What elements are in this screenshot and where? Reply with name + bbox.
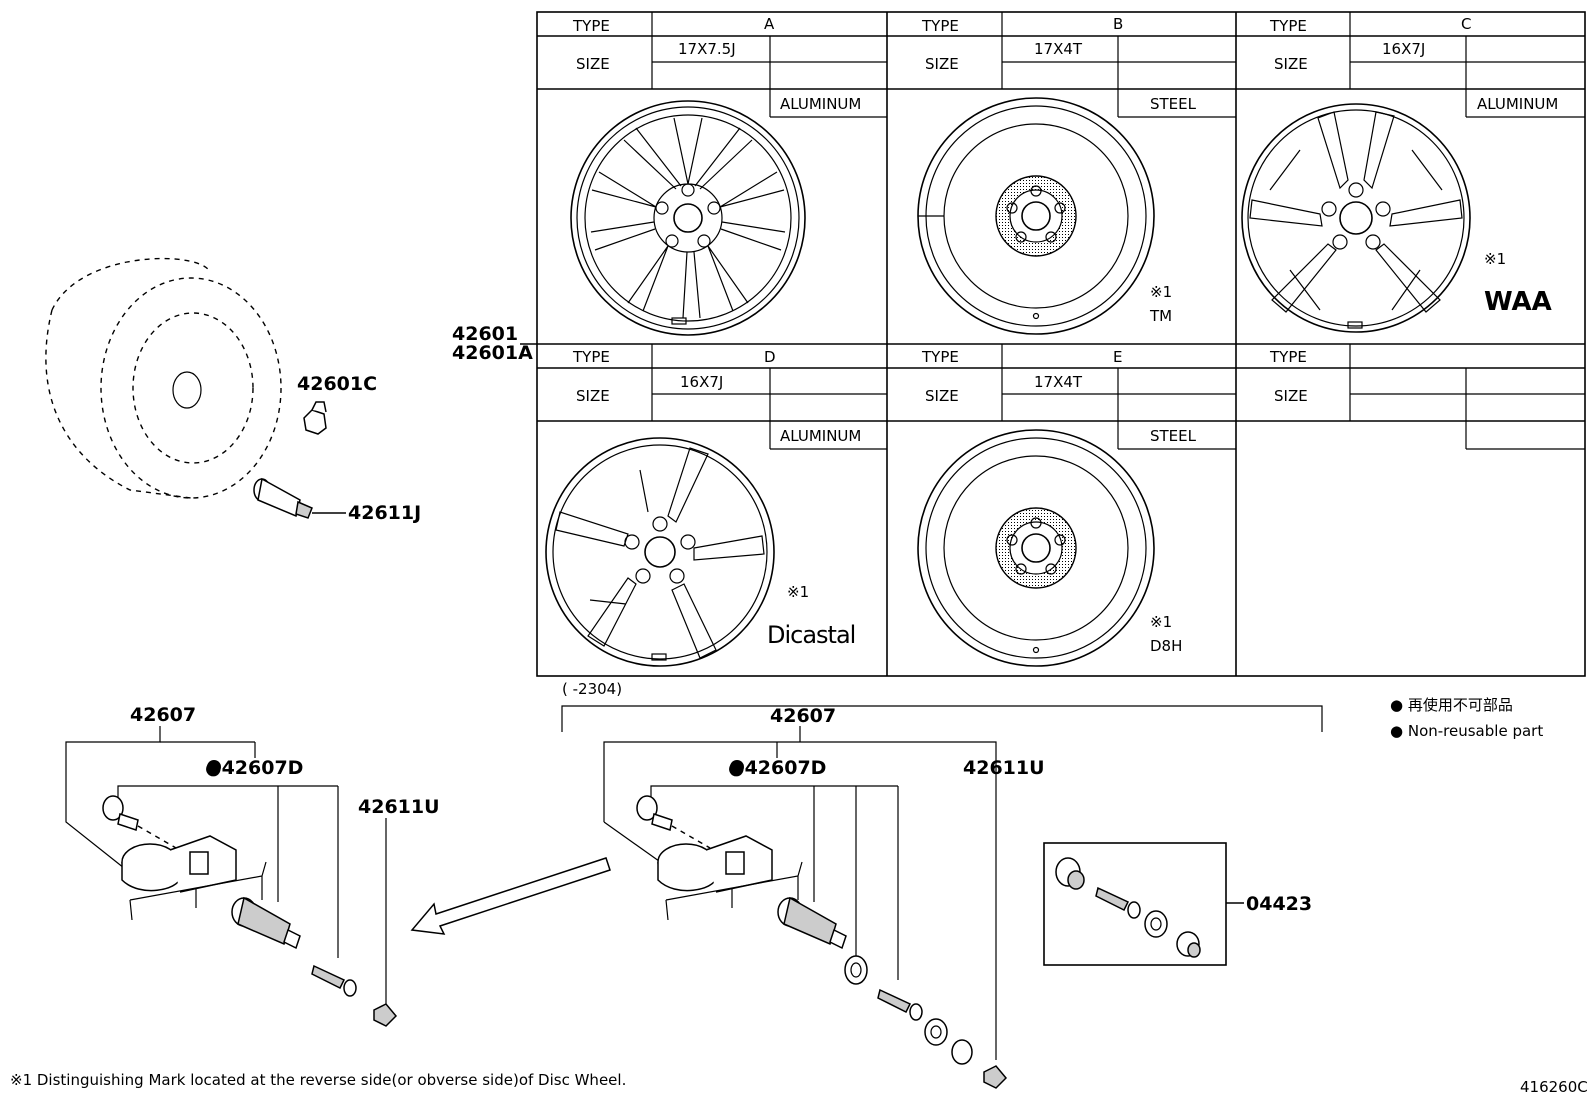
type-c-label: TYPE — [1269, 17, 1307, 35]
valve-stem-left-icon — [231, 896, 301, 950]
wheel-type-table — [536, 11, 1586, 677]
nut-right-icon — [951, 1039, 973, 1065]
type-a-value: A — [764, 15, 775, 33]
hub-nut-icon — [303, 401, 327, 435]
grommet-right-icon — [844, 955, 868, 985]
valve-stem-right-icon — [777, 896, 847, 950]
type-f-label: TYPE — [1269, 348, 1307, 366]
wheel-a-drawing — [570, 100, 806, 336]
material-b: STEEL — [1150, 95, 1197, 113]
part-label-42601c: 42601C — [297, 373, 377, 395]
wheel-c-mark-symbol: ※1 — [1484, 250, 1506, 268]
valve-core-right-icon — [877, 988, 923, 1021]
size-a-label: SIZE — [576, 55, 610, 73]
wheel-e-mark-symbol: ※1 — [1150, 613, 1172, 631]
size-c-label: SIZE — [1274, 55, 1308, 73]
size-b-label: SIZE — [925, 55, 959, 73]
part-label-42607d-right: ●42607D — [728, 757, 826, 779]
material-e: STEEL — [1150, 427, 1197, 445]
wheel-b-mark-symbol: ※1 — [1150, 283, 1172, 301]
wheel-d-drawing — [545, 437, 775, 667]
wheel-b-drawing — [917, 97, 1155, 335]
part-label-42611j: 42611J — [348, 502, 421, 524]
size-d-value: 16X7J — [680, 373, 723, 391]
size-f-label: SIZE — [1274, 387, 1308, 405]
size-e-value: 17X4T — [1034, 373, 1083, 391]
footnote: ※1 Distinguishing Mark located at the re… — [10, 1071, 626, 1089]
part-label-42607-left: 42607 — [130, 704, 196, 726]
diagram-id: 416260C — [1520, 1078, 1588, 1096]
valve-stem-icon — [253, 477, 313, 519]
type-e-label: TYPE — [921, 348, 959, 366]
date-range: ( -2304) — [562, 680, 622, 698]
legend-non-reusable-jp: ● 再使用不可部品 — [1390, 696, 1513, 714]
type-b-label: TYPE — [921, 17, 959, 35]
part-label-42601a: 42601A — [452, 342, 533, 364]
wheel-e-drawing — [917, 429, 1155, 667]
type-e-value: E — [1113, 348, 1122, 366]
part-label-42611u-left: 42611U — [358, 796, 440, 818]
part-label-04423: 04423 — [1246, 893, 1312, 915]
size-a-value: 17X7.5J — [678, 40, 736, 58]
wheel-d-mark: Dicastal — [767, 621, 855, 649]
valve-core-left-icon — [311, 964, 357, 997]
wheel-b-mark: TM — [1149, 307, 1172, 325]
tpms-sensor-left-icon — [102, 795, 267, 921]
valve-cap-right-icon — [983, 1065, 1008, 1089]
wheel-d-mark-symbol: ※1 — [787, 583, 809, 601]
part-label-42611u-right: 42611U — [963, 757, 1045, 779]
size-c-value: 16X7J — [1382, 40, 1425, 58]
material-a: ALUMINUM — [780, 95, 861, 113]
service-kit-box — [1043, 842, 1227, 966]
type-a-label: TYPE — [572, 17, 610, 35]
size-d-label: SIZE — [576, 387, 610, 405]
legend-non-reusable-en: ● Non-reusable part — [1390, 722, 1543, 740]
wheel-c-drawing — [1241, 103, 1471, 333]
type-d-value: D — [764, 348, 776, 366]
direction-arrow-icon — [410, 857, 611, 935]
size-b-value: 17X4T — [1034, 40, 1083, 58]
washer-right-icon — [924, 1018, 948, 1046]
wheel-e-mark: D8H — [1150, 637, 1182, 655]
size-e-label: SIZE — [925, 387, 959, 405]
wheel-c-mark: WAA — [1484, 287, 1552, 317]
tire-wheel-outline — [45, 257, 282, 499]
type-b-value: B — [1113, 15, 1123, 33]
part-label-42607-right: 42607 — [770, 705, 836, 727]
type-d-label: TYPE — [572, 348, 610, 366]
valve-cap-left-icon — [373, 1003, 398, 1027]
part-label-42607d-left: ●42607D — [205, 757, 303, 779]
material-d: ALUMINUM — [780, 427, 861, 445]
type-c-value: C — [1461, 15, 1471, 33]
tpms-sensor-right-icon — [636, 795, 803, 921]
material-c: ALUMINUM — [1477, 95, 1558, 113]
part-label-42601: 42601 — [452, 323, 518, 345]
